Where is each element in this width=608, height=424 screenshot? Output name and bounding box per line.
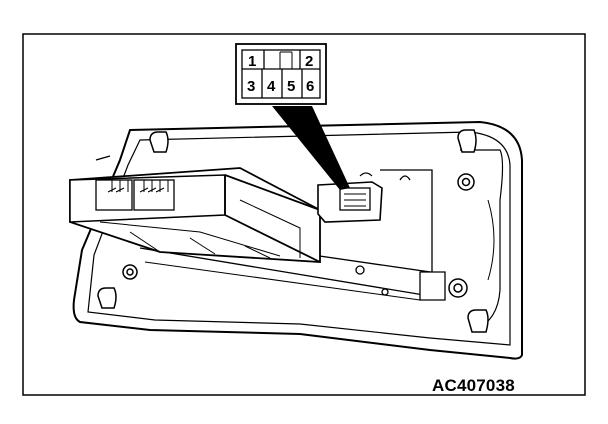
leader-arrow — [272, 106, 350, 190]
pin-label-2: 2 — [305, 53, 313, 70]
pin-label-6: 6 — [306, 78, 314, 95]
harness-connector — [317, 172, 383, 223]
figure-frame — [22, 33, 586, 396]
screw-right-lower — [448, 278, 468, 298]
clip-top-left — [149, 131, 169, 153]
control-unit — [69, 155, 321, 263]
mounting-clips — [97, 129, 489, 333]
screw-right-upper — [457, 173, 475, 191]
pin-label-5: 5 — [287, 78, 295, 95]
pinout-inner — [241, 49, 321, 99]
pin-label-1: 1 — [248, 53, 256, 70]
figure-reference-code: AC407038 — [432, 376, 515, 395]
clip-top-right — [457, 129, 477, 153]
screws — [122, 173, 475, 298]
pin-label-4: 4 — [267, 78, 276, 95]
clip-bottom-left — [97, 287, 117, 309]
connector-pinout: 1 2 3 4 5 6 — [235, 43, 327, 105]
pin-label-3: 3 — [247, 78, 255, 95]
screw-left-lower — [122, 264, 138, 280]
clip-bottom-right — [467, 309, 489, 333]
